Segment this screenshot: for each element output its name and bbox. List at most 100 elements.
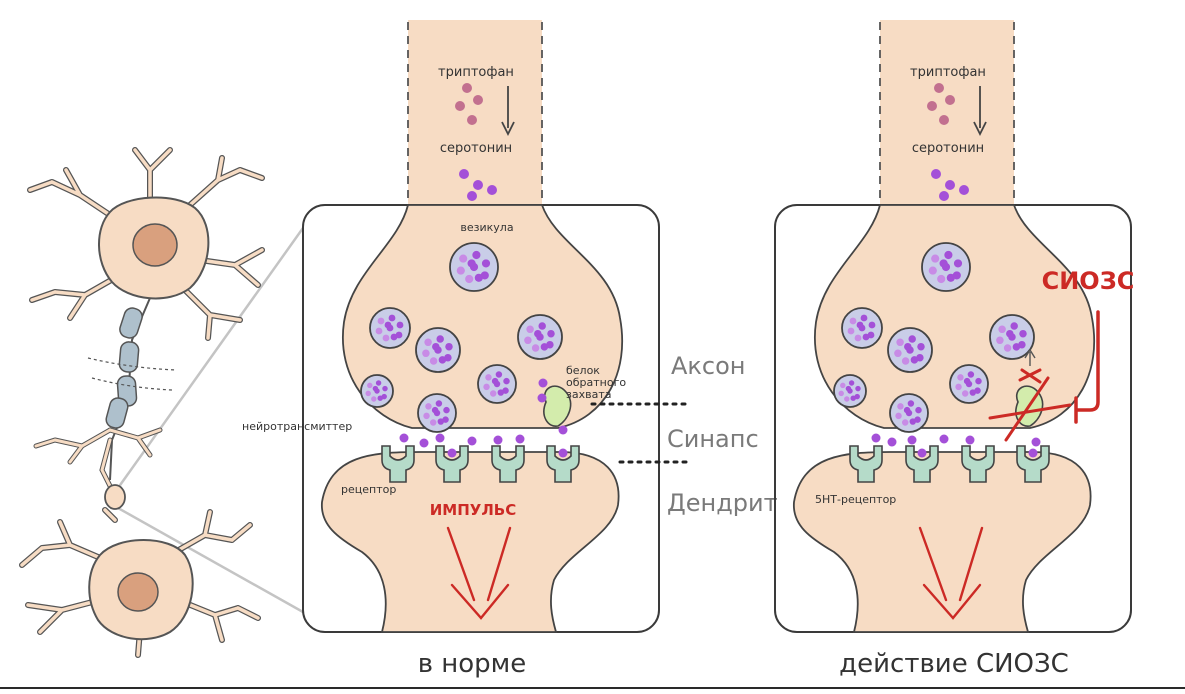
impulse-label: ИМПУЛЬС <box>430 501 517 519</box>
vesicle <box>887 327 933 373</box>
vesicle-serotonin-dot <box>445 342 453 351</box>
vesicle-serotonin-dot <box>1010 322 1018 330</box>
block-cross-marks <box>988 368 1072 442</box>
vesicle-serotonin-dot <box>382 334 390 342</box>
vesicle-serotonin-dot <box>963 377 971 385</box>
vesicle-serotonin-dot <box>1006 329 1014 338</box>
structure-labels: Аксон Синапс Дендрит <box>590 352 778 517</box>
vesicle-serotonin-dot <box>459 254 468 263</box>
receptor-5ht-label: 5НТ-рецептор <box>815 493 896 506</box>
vesicle-serotonin-dot <box>854 334 862 342</box>
vesicle-serotonin-dot <box>967 371 975 378</box>
ssri-inhibition-line <box>1074 310 1100 424</box>
bound-serotonin <box>558 448 568 458</box>
bound-serotonin <box>1028 448 1038 458</box>
receptors-left <box>381 445 580 483</box>
svg-text:обратного: обратного <box>566 376 626 389</box>
vesicle-serotonin-dot <box>1019 329 1027 338</box>
axon-cut-marks <box>87 357 177 391</box>
lower-cell-dendrites-fill <box>20 508 260 657</box>
vesicle <box>921 242 971 292</box>
vesicle-serotonin-dot <box>896 338 904 347</box>
vesicle-serotonin-dot <box>489 390 497 397</box>
receptors-right <box>849 445 1050 483</box>
vesicle-serotonin-dot <box>375 327 383 335</box>
vesicle-serotonin-dot <box>855 385 861 392</box>
caption-ssri-action: действие СИОЗС <box>839 649 1069 679</box>
vesicle <box>477 364 517 404</box>
vesicle-serotonin-dot <box>382 385 388 392</box>
tryptophan-molecules-left <box>455 83 483 125</box>
vesicle-serotonin-dot <box>531 344 540 352</box>
vesicles-right <box>833 242 1035 433</box>
vesicle-serotonin-dot <box>384 321 392 329</box>
vesicle-serotonin-dot <box>388 314 396 322</box>
vesicle-serotonin-dot <box>526 325 534 334</box>
vesicle-serotonin-dot <box>845 385 852 392</box>
vesicle-serotonin-dot <box>901 357 910 365</box>
synapse-label: Синапс <box>667 425 759 453</box>
myelin-sheath <box>105 307 143 429</box>
vesicle-serotonin-dot <box>844 396 850 402</box>
vesicle-serotonin-dot <box>437 418 445 425</box>
vesicle-serotonin-dot <box>847 327 855 335</box>
vesicle-serotonin-dot <box>435 400 443 407</box>
vesicle-serotonin-dot <box>840 382 846 389</box>
vesicle-serotonin-dot <box>436 335 444 343</box>
vesicle <box>949 364 989 404</box>
vesicle-serotonin-dot <box>524 336 532 345</box>
serotonin-label-left: серотонин <box>440 141 512 156</box>
vesicle-serotonin-dot <box>998 325 1006 334</box>
vesicle-serotonin-dot <box>903 406 911 414</box>
vesicle-serotonin-dot <box>396 321 404 329</box>
reuptake-label: белок обратного захвата <box>566 364 626 401</box>
vesicle-serotonin-dot <box>371 396 377 402</box>
vesicle-serotonin-dot <box>856 321 864 329</box>
synapse-zoom-marker <box>104 484 126 510</box>
vesicle-serotonin-dot <box>424 338 432 347</box>
vesicle-serotonin-dot <box>425 403 432 410</box>
vesicle <box>841 307 883 349</box>
vesicle-serotonin-dot <box>953 259 963 268</box>
caption-normal: в норме <box>418 649 527 679</box>
vesicle-serotonin-dot <box>894 349 902 358</box>
dendrite-right <box>793 451 1092 633</box>
vesicle <box>360 374 394 408</box>
panel-ssri: триптофан серотонин 5НТ-рецептор СИОЗС д… <box>774 20 1134 679</box>
vesicle <box>449 242 499 292</box>
tryptophan-label-right: триптофан <box>910 65 986 80</box>
synthesis-arrowhead-left <box>501 121 515 137</box>
vesicles-left <box>360 242 563 433</box>
vesicle-serotonin-dot <box>904 342 912 351</box>
serotonin-molecules-top-right <box>931 169 969 201</box>
vesicle-serotonin-dot <box>909 418 917 425</box>
vesicle-serotonin-dot <box>907 400 915 407</box>
vesicle-serotonin-dot <box>422 349 430 358</box>
vesicle-serotonin-dot <box>908 335 916 343</box>
vesicle-serotonin-dot <box>429 419 437 426</box>
vesicle-serotonin-dot <box>969 389 977 396</box>
vesicle-serotonin-dot <box>375 380 382 386</box>
vesicle-serotonin-dot <box>996 336 1004 345</box>
axon-label: Аксон <box>671 352 745 380</box>
vesicle-serotonin-dot <box>431 406 439 414</box>
vesicle-serotonin-dot <box>465 274 474 284</box>
vesicle-serotonin-dot <box>474 273 483 282</box>
vesicle-serotonin-dot <box>472 250 481 260</box>
receptor <box>849 445 883 483</box>
vesicle-serotonin-dot <box>848 380 855 386</box>
vesicle-serotonin-dot <box>910 356 919 364</box>
vesicle-serotonin-dot <box>481 259 491 268</box>
vesicle-serotonin-dot <box>1003 344 1012 352</box>
receptor <box>435 445 469 483</box>
vesicle-serotonin-dot <box>897 403 904 410</box>
vesicle <box>369 307 411 349</box>
vesicle-serotonin-dot <box>495 371 503 378</box>
upper-cell-nucleus <box>132 223 178 267</box>
vesicle-serotonin-dot <box>937 274 946 284</box>
vesicle-serotonin-dot <box>928 266 937 275</box>
vesicle-serotonin-dot <box>860 314 868 322</box>
vesicle-serotonin-dot <box>849 317 857 325</box>
receptor <box>381 445 415 483</box>
